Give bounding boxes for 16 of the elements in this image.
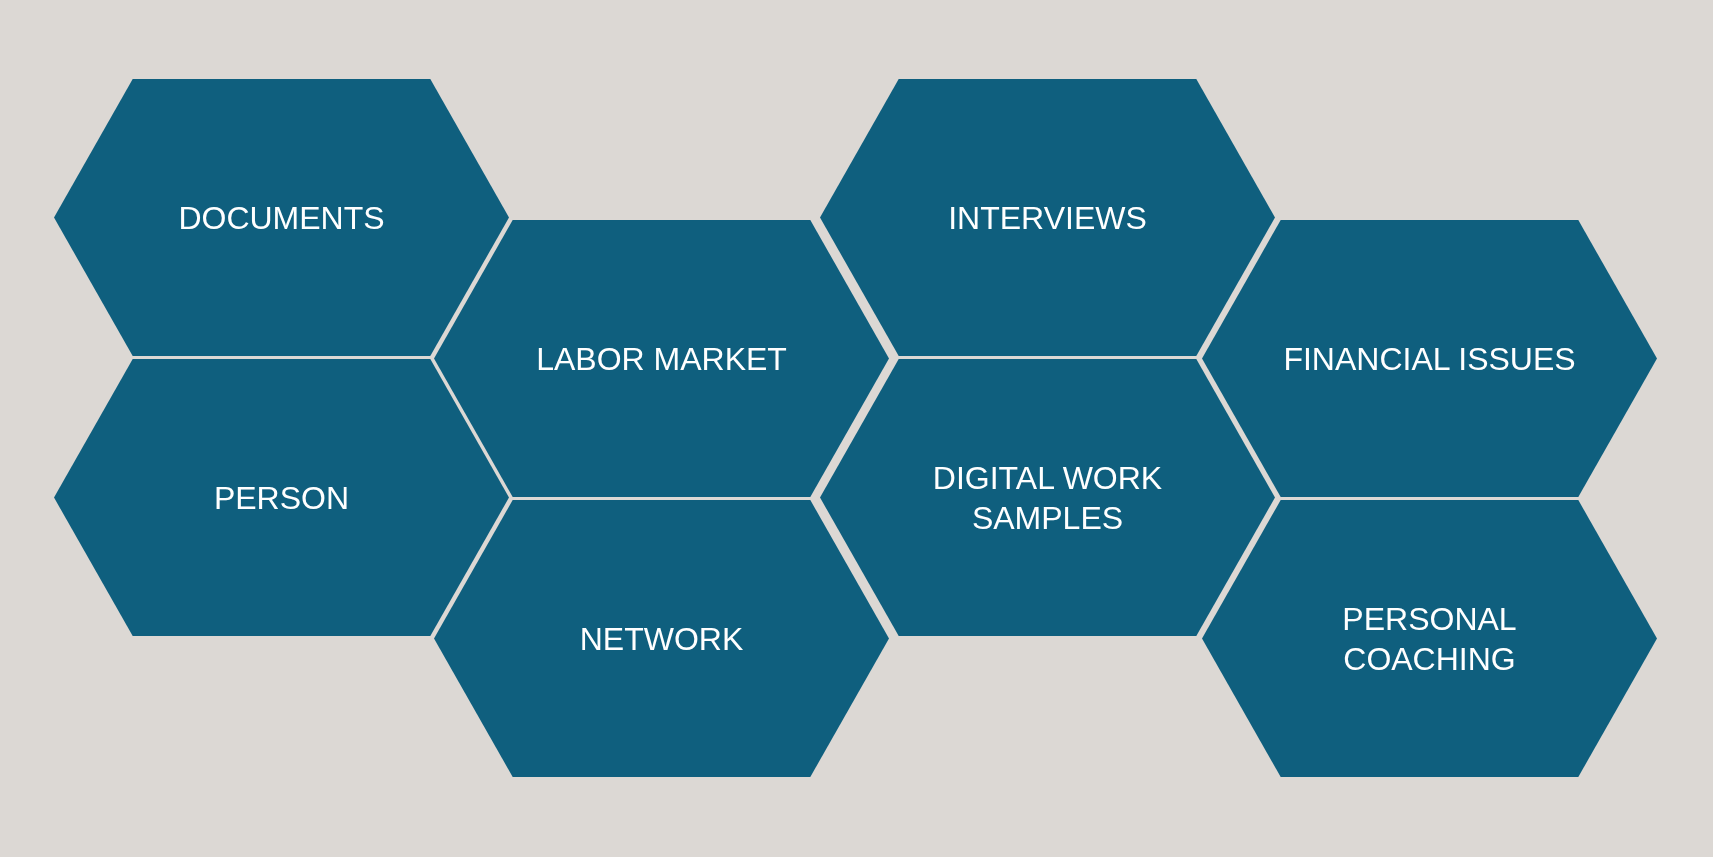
hexagon-label: DOCUMENTS	[178, 198, 385, 238]
hexagon-label: LABOR MARKET	[536, 339, 787, 379]
hexagon	[434, 500, 889, 777]
hexagon-label: PERSON	[213, 478, 350, 518]
hexagon	[434, 220, 889, 497]
hexagon	[1202, 500, 1657, 777]
hexagon-label: FINANCIAL ISSUES	[1283, 339, 1576, 379]
hexagon-label: DIGITAL WORK SAMPLES	[931, 458, 1164, 538]
hexagon-label: INTERVIEWS	[948, 198, 1147, 238]
hexagon	[820, 359, 1275, 636]
hexagon	[54, 79, 509, 356]
hexagon-label: PERSONAL COACHING	[1341, 599, 1518, 679]
hexagon	[1202, 220, 1657, 497]
hexagon-label: NETWORK	[579, 619, 744, 659]
hexagon	[820, 79, 1275, 356]
hexagon	[54, 359, 509, 636]
